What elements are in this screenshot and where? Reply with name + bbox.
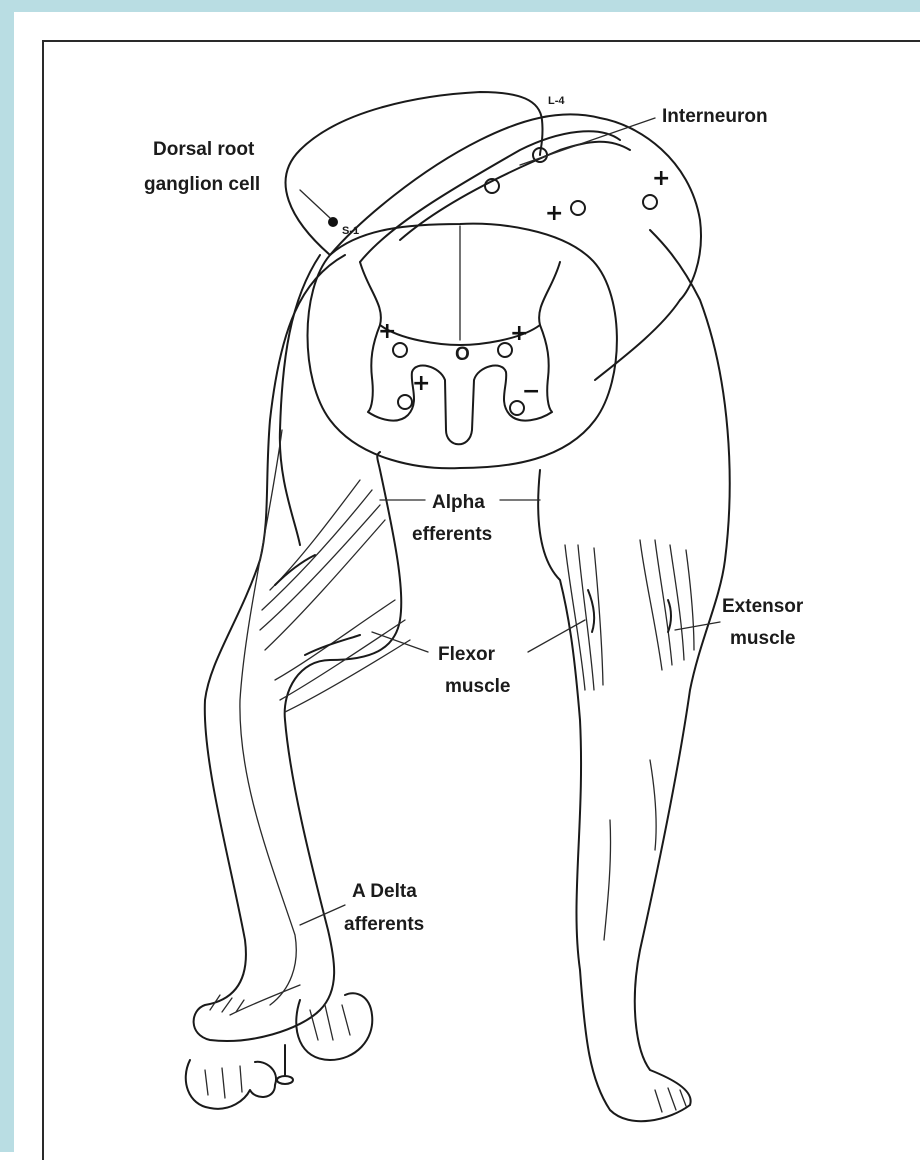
flexor-label-line2: muscle xyxy=(445,676,510,697)
flexor-label-line1: Flexor xyxy=(438,644,496,665)
extensor-endplate-2 xyxy=(668,600,671,632)
central-canal-label: O xyxy=(455,344,470,365)
l4-label: L-4 xyxy=(548,95,565,107)
plus-sign-1: + xyxy=(378,319,396,344)
extensor-label-line1: Extensor xyxy=(722,596,804,617)
labels: Dorsal root ganglion cell Interneuron Al… xyxy=(144,106,804,935)
interneuron-label: Interneuron xyxy=(662,106,768,127)
painful-stimulus xyxy=(186,993,373,1109)
plus-sign-3: + xyxy=(510,321,528,346)
flexor-endplate-2 xyxy=(305,635,360,655)
adelta-label-line2: afferents xyxy=(344,914,424,935)
spinal-cord-section: O + + + − xyxy=(308,224,617,469)
adelta-label-line1: A Delta xyxy=(352,881,417,902)
motor-neuron-flexor xyxy=(393,343,407,357)
interneuron-upper-3 xyxy=(571,201,585,215)
minus-sign-1: − xyxy=(522,379,540,404)
right-leg xyxy=(538,230,729,1121)
upper-spinal-segment: + + L-4 S-1 xyxy=(286,92,701,300)
extensor-endplate-1 xyxy=(588,590,594,632)
plus-sign-4: + xyxy=(545,201,563,226)
dorsal-root-ganglion-cell xyxy=(328,217,338,227)
alpha-label-line1: Alpha xyxy=(432,492,485,513)
alpha-label-line2: efferents xyxy=(412,524,492,545)
tack-head xyxy=(277,1076,293,1084)
flexor-endplate-1 xyxy=(275,555,315,585)
plus-sign-5: + xyxy=(652,166,670,191)
interneuron-ipsilateral xyxy=(398,395,412,409)
s1-label: S-1 xyxy=(342,225,359,237)
interneuron-upper-4 xyxy=(643,195,657,209)
extensor-label-line2: muscle xyxy=(730,628,795,649)
plus-sign-2: + xyxy=(412,371,430,396)
dorsal-root-label-line2: ganglion cell xyxy=(144,174,260,195)
dorsal-root-label-line1: Dorsal root xyxy=(153,139,255,160)
